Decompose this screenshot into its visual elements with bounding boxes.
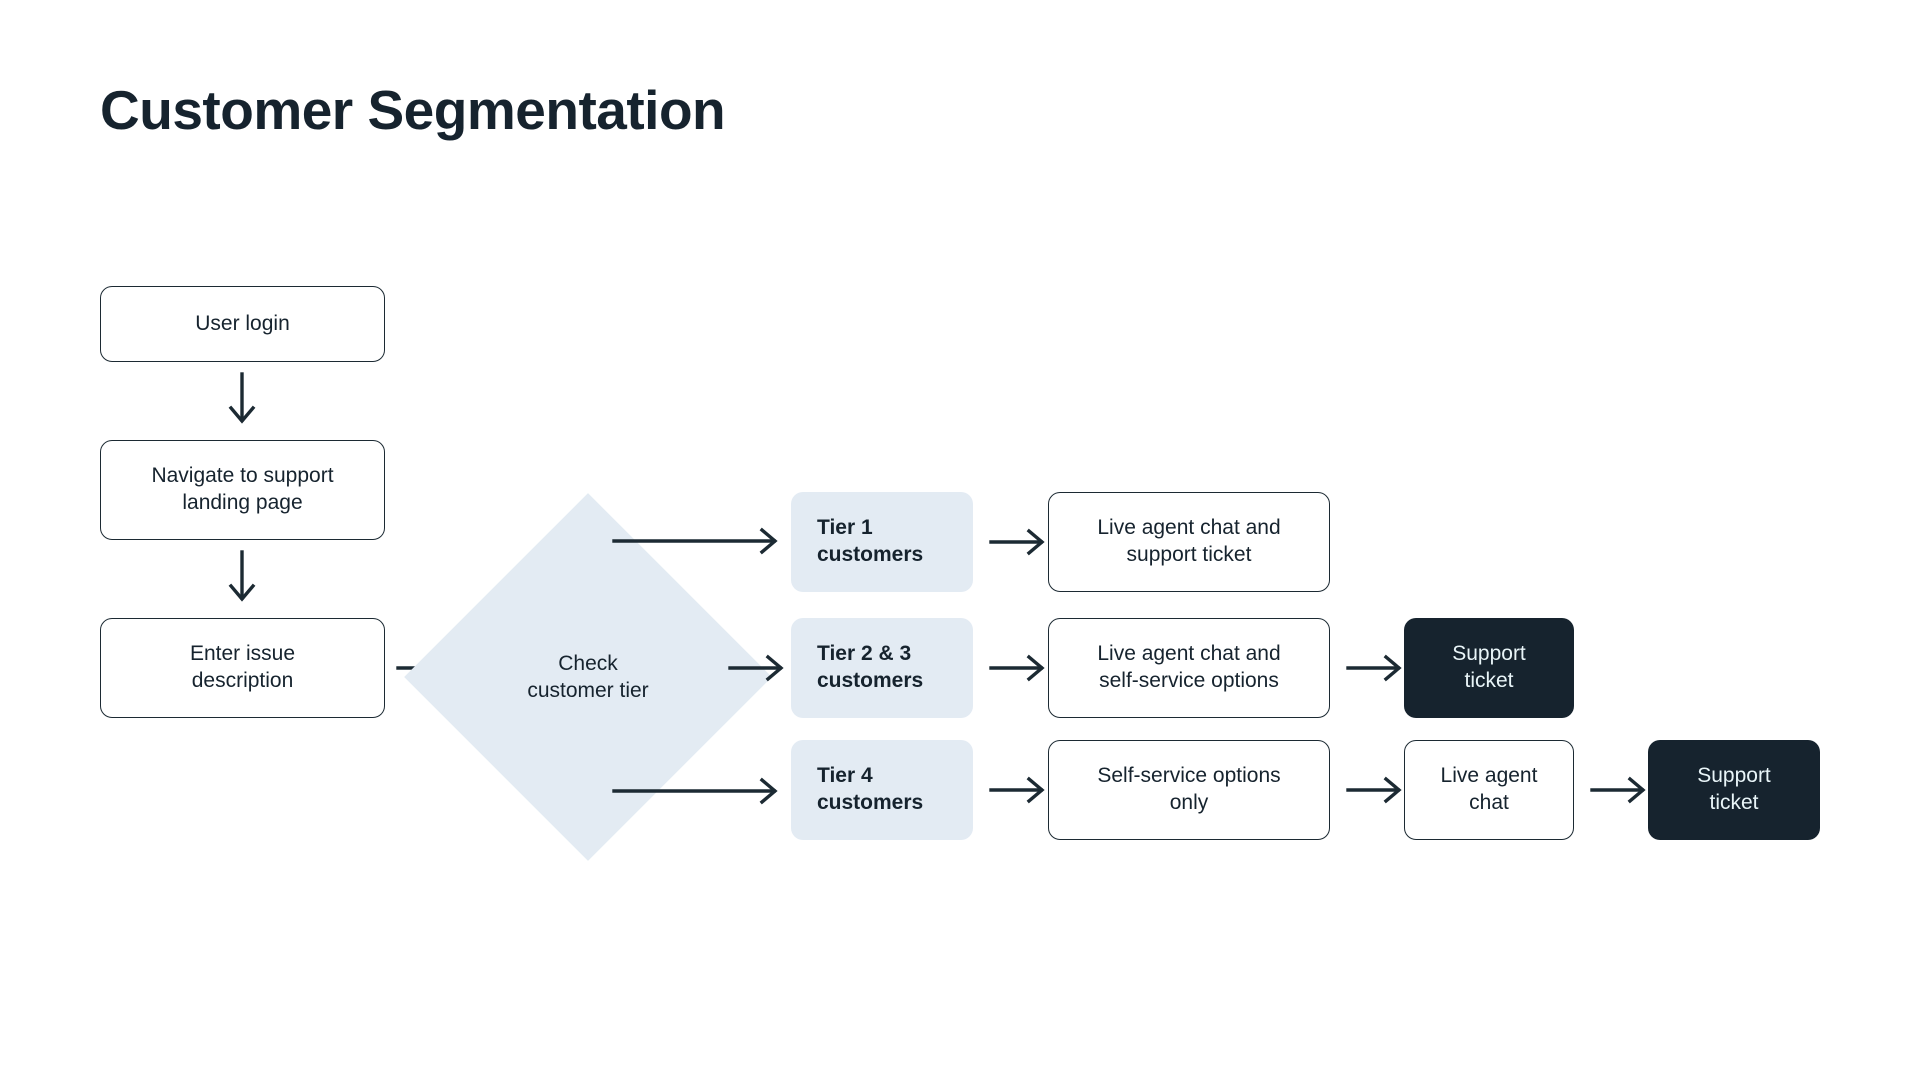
node-navigate-support-label: Navigate to support landing page <box>151 464 334 514</box>
node-outcome-tier4-label: Self-service options only <box>1097 764 1281 814</box>
arrow-outcome-tier4-to-live-agent-chat <box>1346 774 1406 806</box>
page-title: Customer Segmentation <box>100 79 726 141</box>
node-outcome-tier23-label: Live agent chat and self-service options <box>1097 642 1281 692</box>
arrow-check-tier-to-tier23 <box>728 652 788 684</box>
arrow-tier23-to-outcome <box>989 652 1049 684</box>
node-user-login[interactable]: User login <box>100 286 385 362</box>
node-tier4-label: Tier 4 customers <box>817 764 924 814</box>
node-navigate-support[interactable]: Navigate to support landing page <box>100 440 385 540</box>
node-check-customer-tier-label: Check customer tier <box>527 651 649 702</box>
node-support-ticket-row2-label: Support ticket <box>1452 642 1526 692</box>
node-tier23-label: Tier 2 & 3 customers <box>817 642 924 692</box>
arrow-tier1-to-outcome <box>989 526 1049 558</box>
arrow-outcome-tier23-to-support-ticket <box>1346 652 1406 684</box>
node-live-agent-chat-row3-label: Live agent chat <box>1440 764 1538 814</box>
node-check-customer-tier[interactable]: Check customer tier <box>404 493 772 861</box>
node-user-login-label: User login <box>195 311 290 335</box>
arrow-check-tier-to-tier4 <box>612 775 784 807</box>
node-outcome-tier1[interactable]: Live agent chat and support ticket <box>1048 492 1330 592</box>
arrow-user-login-to-navigate <box>228 372 256 426</box>
arrow-live-agent-chat-to-support-ticket <box>1590 774 1650 806</box>
node-tier23[interactable]: Tier 2 & 3 customers <box>791 618 973 718</box>
node-support-ticket-row2[interactable]: Support ticket <box>1404 618 1574 718</box>
node-support-ticket-row3[interactable]: Support ticket <box>1648 740 1820 840</box>
node-tier1[interactable]: Tier 1 customers <box>791 492 973 592</box>
arrow-navigate-to-enter-issue <box>228 550 256 604</box>
node-enter-issue-label: Enter issue description <box>189 642 296 692</box>
node-outcome-tier1-label: Live agent chat and support ticket <box>1097 516 1281 566</box>
node-tier4[interactable]: Tier 4 customers <box>791 740 973 840</box>
arrow-check-tier-to-tier1 <box>612 525 784 557</box>
node-outcome-tier23[interactable]: Live agent chat and self-service options <box>1048 618 1330 718</box>
node-tier1-label: Tier 1 customers <box>817 516 924 566</box>
node-outcome-tier4[interactable]: Self-service options only <box>1048 740 1330 840</box>
arrow-tier4-to-outcome <box>989 774 1049 806</box>
node-live-agent-chat-row3[interactable]: Live agent chat <box>1404 740 1574 840</box>
node-support-ticket-row3-label: Support ticket <box>1697 764 1771 814</box>
node-enter-issue[interactable]: Enter issue description <box>100 618 385 718</box>
